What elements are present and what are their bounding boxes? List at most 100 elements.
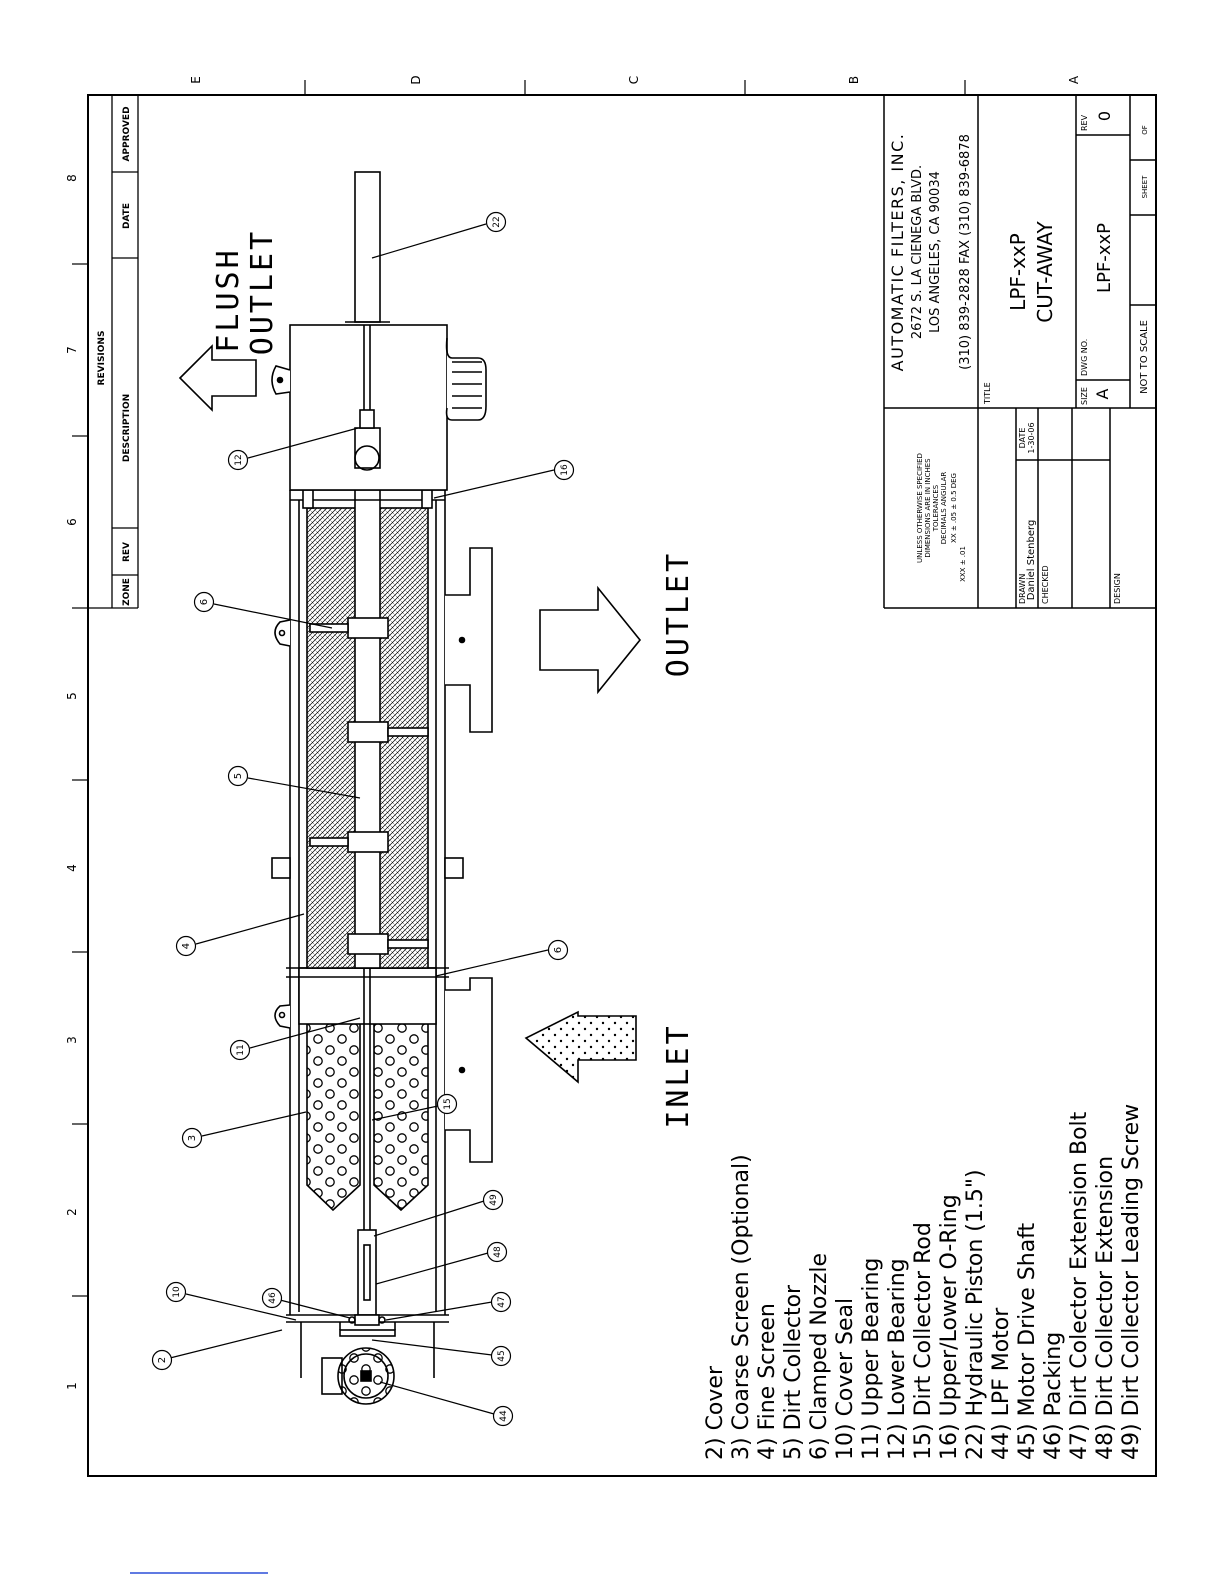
zone-letter-d: D [409,75,423,84]
callout-2: 2 [151,1349,173,1371]
part-45: 45) Motor Drive Shaft [1015,1222,1040,1460]
part-16: 16) Upper/Lower O-Ring [937,1194,962,1460]
callout-47: 47 [490,1291,512,1313]
part-44: 44) LPF Motor [989,1307,1014,1460]
svg-text:2: 2 [157,1357,168,1363]
inlet-arrow [524,1010,637,1084]
part-48: 48) Dirt Collector Extension [1093,1156,1118,1460]
zone-number-2: 2 [65,1208,79,1216]
dwg-no-label: DWG NO. [1080,339,1089,376]
tolerance-line-3: TOLERANCES [932,484,940,532]
part-12: 12) Lower Bearing [885,1258,910,1460]
coarse-screen-lower [373,1022,429,1212]
rev-value: 0 [1095,111,1114,121]
scale-note: NOT TO SCALE [1139,320,1150,394]
svg-text:5: 5 [233,773,244,779]
zone-number-8: 8 [65,174,79,182]
svg-text:45: 45 [497,1350,507,1361]
adjust-knob [445,337,487,421]
zone-number-3: 3 [65,1036,79,1044]
rev-header-date: DATE [122,203,132,229]
flush-outlet-arrow [178,344,257,412]
callout-6-lower: 6 [547,939,569,961]
zone-ticks [72,80,966,1297]
rev-header-description: DESCRIPTION [122,394,132,462]
callout-5: 5 [227,765,249,787]
callout-11: 11 [229,1039,251,1061]
callout-12: 12 [227,449,249,471]
revisions-block [88,95,139,609]
revisions-title: REVISIONS [97,331,107,386]
zone-letter-c: C [627,76,641,84]
company-address-2: LOS ANGELES, CA 90034 [928,171,943,333]
hydraulic-piston [354,171,381,323]
title-block [883,95,1156,609]
zone-letter-e: E [189,76,203,84]
coarse-screen [306,1022,361,1212]
tolerance-line-2: DIMENSIONS ARE IN INCHES [924,458,932,558]
svg-text:15: 15 [443,1098,453,1109]
svg-text:12: 12 [234,454,244,465]
callout-6-upper: 6 [193,591,215,613]
part-10: 10) Cover Seal [833,1298,858,1460]
inlet-flange [445,977,493,1163]
date-label: DATE [1018,428,1027,449]
callout-3: 3 [181,1127,203,1149]
callout-44: 44 [492,1405,514,1427]
title-label: TITLE [983,382,992,405]
dirt-collector [354,427,381,969]
part-22: 22) Hydraulic Piston (1.5") [963,1169,988,1460]
callout-46: 46 [261,1287,283,1309]
dwg-no-value: LPF-xxP [1094,223,1115,293]
inlet-label: INLET [661,1023,696,1128]
size-value: A [1093,388,1112,399]
company-phone-fax: (310) 839-2828 FAX (310) 839-6878 [958,134,973,370]
design-label: DESIGN [1113,573,1122,604]
callout-15: 15 [436,1093,458,1115]
svg-text:4: 4 [181,943,192,949]
callout-10: 10 [165,1281,187,1303]
tolerance-line-4: DECIMALS ANGULAR [940,472,948,545]
tolerance-line-6: XXX ± .01 [959,546,967,582]
callout-48: 48 [486,1241,508,1263]
zone-letter-b: B [847,76,861,84]
part-6: 6) Clamped Nozzle [807,1253,832,1460]
callout-45: 45 [490,1345,512,1367]
zone-letters: E D C B A [189,75,1081,85]
filter-drawing [271,171,493,1405]
flush-label: FLUSH [211,247,246,352]
part-15: 15) Dirt Collector Rod [911,1222,936,1460]
callouts: 2 10 46 44 45 47 48 49 3 15 11 4 6 5 6 1… [151,211,575,1427]
drawing-title-line-1: LPF-xxP [1006,233,1030,311]
svg-text:47: 47 [497,1296,507,1307]
part-5: 5) Dirt Collector [781,1284,806,1460]
svg-text:6: 6 [199,599,210,605]
tolerance-line-5: XX ± .05 ± 0.5 DEG [950,473,958,543]
part-4: 4) Fine Screen [755,1303,780,1460]
svg-text:48: 48 [493,1246,503,1258]
svg-text:49: 49 [489,1194,499,1206]
outlet-label: OUTLET [661,551,696,677]
zone-number-7: 7 [65,346,79,354]
part-11: 11) Upper Bearing [859,1258,884,1460]
rev-label: REV [1080,114,1089,131]
parts-list: 2) Cover 3) Coarse Screen (Optional) 4) … [703,1104,1144,1460]
zone-number-6: 6 [65,518,79,526]
zone-number-4: 4 [65,864,79,872]
flow-arrows [178,344,642,1084]
border-frame [87,94,1157,1477]
rev-header-approved: APPROVED [122,106,132,161]
rev-header-rev: REV [122,542,132,562]
zone-numbers: 1 2 3 4 5 6 7 8 [65,174,79,1390]
checked-label: CHECKED [1041,565,1050,604]
part-3: 3) Coarse Screen (Optional) [729,1154,754,1460]
part-2: 2) Cover [703,1365,728,1460]
drawn-label: DRAWN [1018,574,1027,604]
svg-text:3: 3 [187,1135,198,1141]
drawing-title-line-2: CUT-AWAY [1033,221,1057,323]
svg-text:6: 6 [553,947,564,953]
zone-number-1: 1 [65,1382,79,1390]
zone-letter-a: A [1067,75,1081,84]
zone-number-5: 5 [65,692,79,700]
